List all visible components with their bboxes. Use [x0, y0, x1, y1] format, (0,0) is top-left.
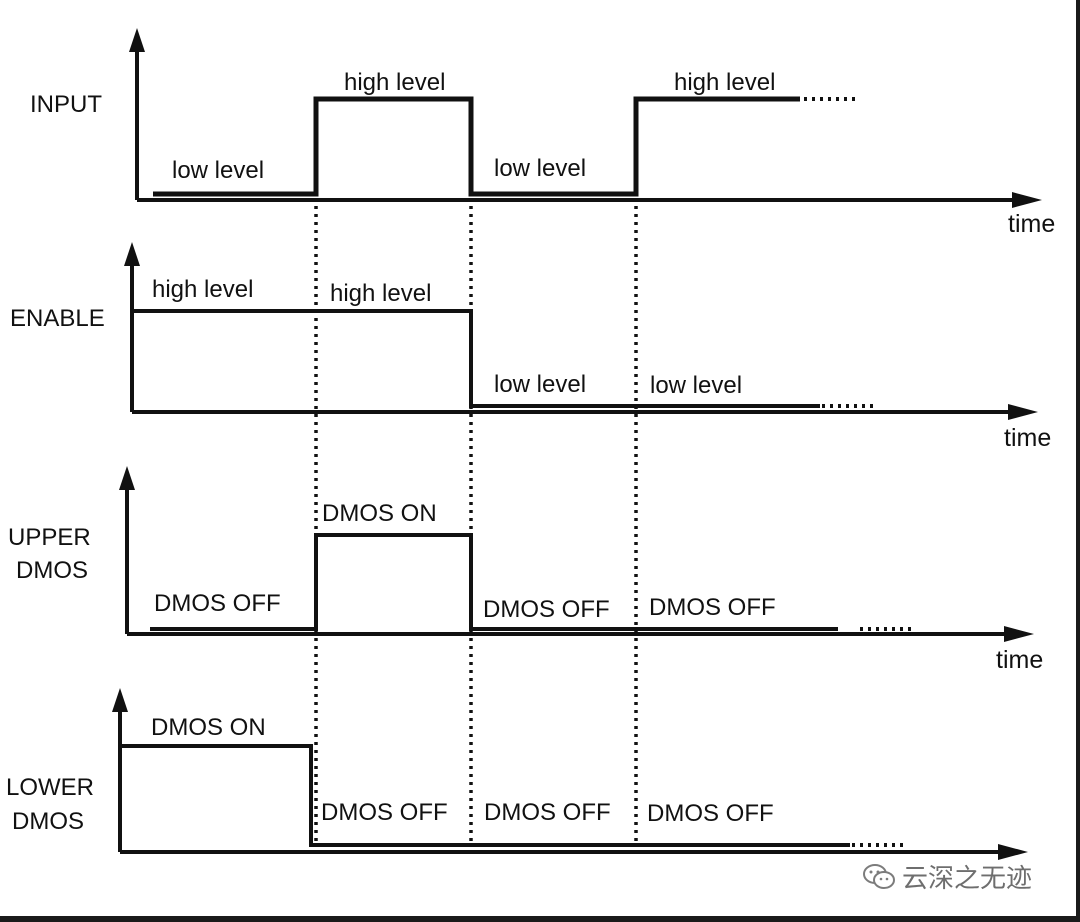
- enable-x-arrow: [1008, 404, 1038, 420]
- input-y-arrow: [129, 28, 145, 52]
- upper-level-label-4: DMOS OFF: [649, 594, 776, 621]
- enable-waveform: [134, 309, 820, 408]
- wechat-icon: [863, 863, 895, 889]
- lower-x-arrow: [998, 844, 1028, 860]
- lower-dmos-name-line-2: DMOS: [12, 808, 84, 835]
- upper-time-label: time: [996, 646, 1043, 674]
- lower-level-label-3: DMOS OFF: [484, 799, 611, 826]
- lower-dmos-signal: LOWER DMOS DMOS ON DMOS OFF DMOS OFF DMO…: [6, 688, 1028, 860]
- upper-dmos-signal: UPPER DMOS time DMOS OFF DMOS ON DMOS OF…: [8, 466, 1043, 674]
- lower-waveform: [120, 744, 850, 847]
- upper-dmos-name-line-1: UPPER: [8, 524, 91, 551]
- enable-level-label-4: low level: [650, 372, 742, 399]
- upper-x-arrow: [1004, 626, 1034, 642]
- input-level-label-2: high level: [344, 69, 445, 96]
- lower-dmos-name-line-1: LOWER: [6, 774, 94, 801]
- enable-time-label: time: [1004, 424, 1051, 452]
- upper-level-label-2: DMOS ON: [322, 500, 437, 527]
- input-level-label-4: high level: [674, 69, 775, 96]
- lower-level-label-1: DMOS ON: [151, 714, 266, 741]
- upper-dmos-name-line-2: DMOS: [16, 557, 88, 584]
- watermark-text: 云深之无迹: [902, 864, 1033, 894]
- enable-level-label-3: low level: [494, 371, 586, 398]
- lower-level-label-2: DMOS OFF: [321, 799, 448, 826]
- input-x-arrow: [1012, 192, 1042, 208]
- enable-signal-name: ENABLE: [10, 305, 105, 332]
- input-time-label: time: [1008, 210, 1055, 238]
- upper-y-arrow: [119, 466, 135, 490]
- lower-y-arrow: [112, 688, 128, 712]
- input-signal-name: INPUT: [30, 91, 102, 118]
- upper-level-label-1: DMOS OFF: [154, 590, 281, 617]
- enable-y-arrow: [124, 242, 140, 266]
- input-waveform: [153, 96, 800, 197]
- enable-level-label-2: high level: [330, 280, 431, 307]
- enable-level-label-1: high level: [152, 276, 253, 303]
- transition-markers: [314, 198, 638, 842]
- lower-level-label-4: DMOS OFF: [647, 800, 774, 827]
- enable-signal: ENABLE time high level high level low le…: [10, 242, 1051, 452]
- input-level-label-1: low level: [172, 157, 264, 184]
- upper-waveform: [150, 533, 838, 631]
- input-signal: INPUT time low level high level low leve…: [30, 28, 1055, 238]
- watermark: 云深之无迹: [862, 858, 1032, 895]
- upper-level-label-3: DMOS OFF: [483, 596, 610, 623]
- input-level-label-3: low level: [494, 155, 586, 182]
